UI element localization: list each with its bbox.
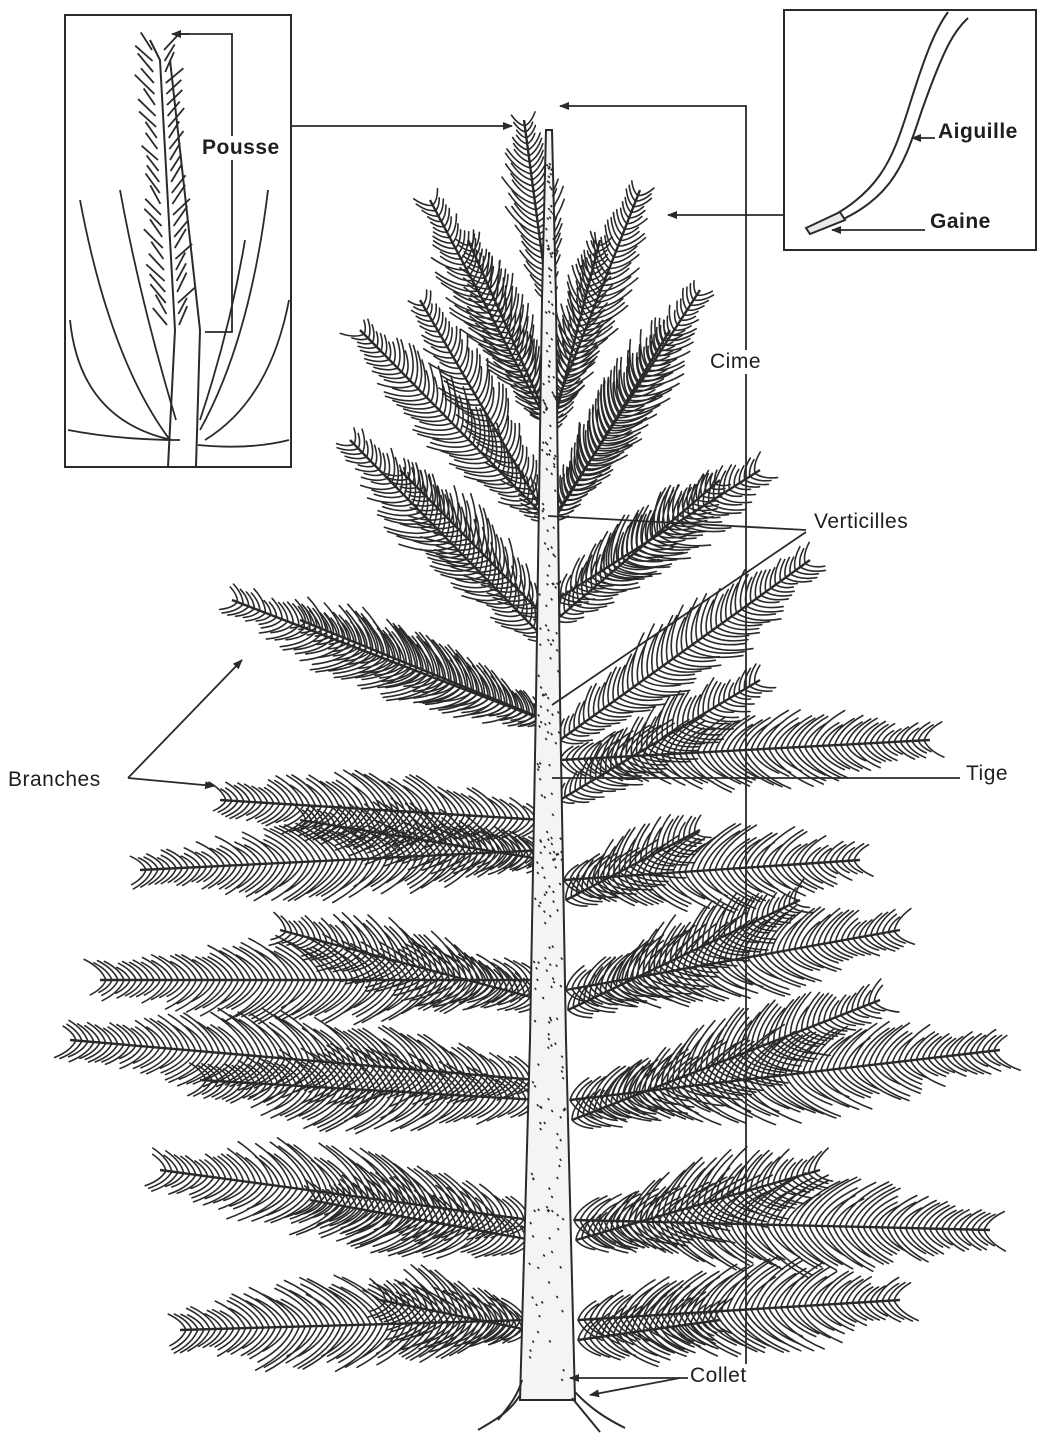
label-pousse: Pousse xyxy=(200,136,282,160)
collet-leader xyxy=(590,1378,680,1395)
label-gaine: Gaine xyxy=(928,210,993,234)
branch-frond xyxy=(291,604,547,726)
shoot-detail-inset xyxy=(65,15,291,467)
label-aiguille: Aiguille xyxy=(936,120,1020,144)
branch-frond xyxy=(574,1173,1005,1278)
branches-leader-2 xyxy=(128,778,214,786)
label-collet: Collet xyxy=(688,1364,749,1388)
branch-frond xyxy=(578,1257,918,1357)
label-tige: Tige xyxy=(964,762,1010,786)
branch-frond xyxy=(564,824,873,913)
branch-frond xyxy=(55,1008,536,1109)
label-branches: Branches xyxy=(6,768,103,792)
label-cime: Cime xyxy=(708,350,763,374)
branches-leader-1 xyxy=(128,660,242,778)
label-verticilles: Verticilles xyxy=(812,510,910,534)
branch-frond xyxy=(296,1170,533,1258)
branch-frond xyxy=(188,1044,538,1134)
